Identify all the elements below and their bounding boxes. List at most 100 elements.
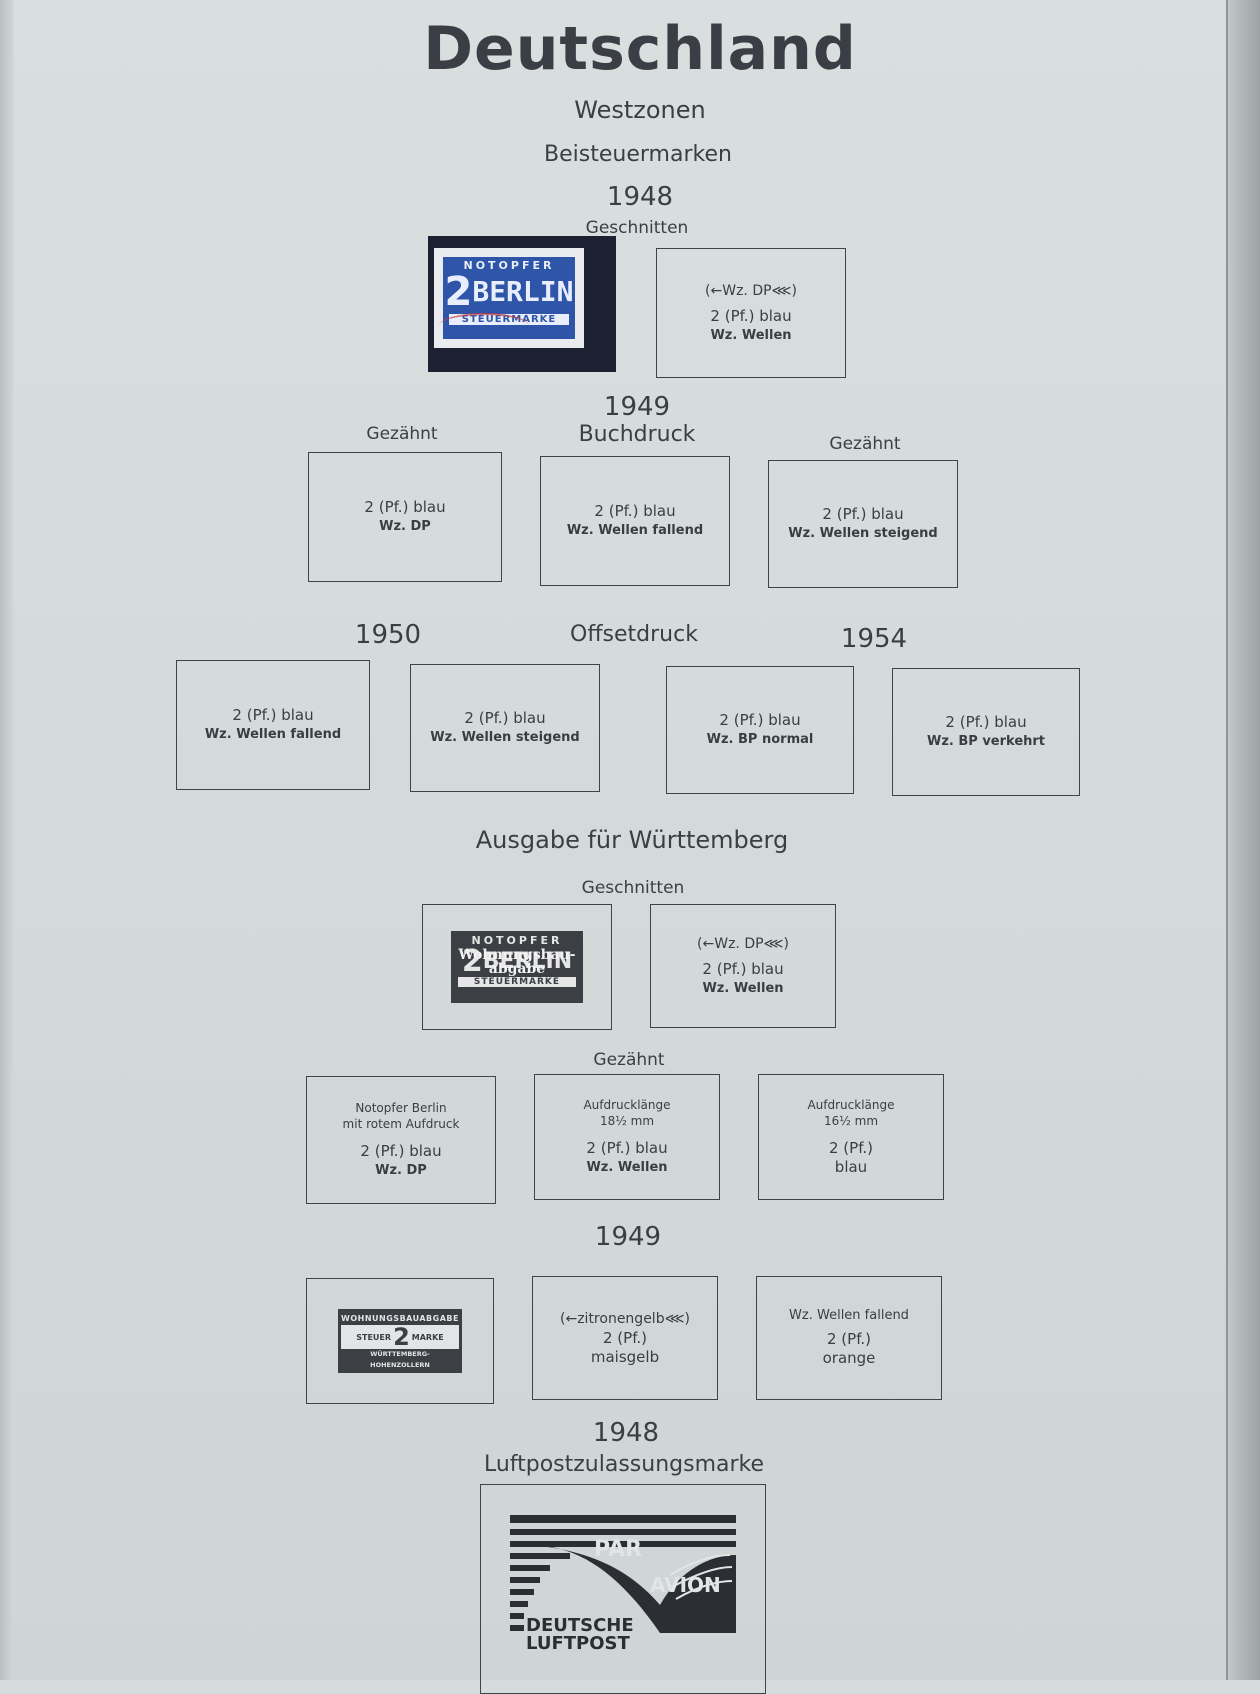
detail-text: Wz. DP [375, 1163, 427, 1178]
value-text: 2 (Pf.) [826, 1330, 872, 1348]
stamp-number: 2 [461, 944, 483, 979]
detail-text: Wz. Wellen [710, 328, 792, 343]
value-text: 2 (Pf.) blau [464, 709, 546, 727]
detail-text: Wz. BP verkehrt [926, 734, 1046, 749]
box-w-notopfer-aufdruck: Notopfer Berlin mit rotem Aufdruck 2 (Pf… [306, 1076, 496, 1204]
box-1948-wz-wellen: (←Wz. DP⋘) 2 (Pf.) blau Wz. Wellen [656, 248, 846, 378]
year-1949-w: 1949 [594, 1222, 662, 1252]
stamp-luftpost: PAR AVION DEUTSCHE LUFTPOST [510, 1515, 736, 1665]
stamp-overprint: NOTOPFER 2 BERLIN STEUERMARKE Wohnungsba… [451, 931, 583, 1003]
postmark [439, 313, 529, 339]
overprint-text: Wohnungsbau- abgabe [454, 948, 580, 976]
stamp-top-text: WOHNUNGSBAUABGABE [341, 1312, 459, 1325]
detail-text: Wz. Wellen fallend [204, 727, 342, 742]
subtitle: Westzonen [574, 96, 706, 124]
stamp-right-text: MARKE [411, 1332, 444, 1342]
note-line2: 16½ mm [823, 1114, 879, 1128]
value-text: 2 (Pf.) blau [232, 706, 314, 724]
year-1948-luftpost: 1948 [592, 1418, 660, 1448]
box-1954-bp-verkehrt: 2 (Pf.) blau Wz. BP verkehrt [892, 668, 1080, 796]
box-w-overprint-stamp: NOTOPFER 2 BERLIN STEUERMARKE Wohnungsba… [422, 904, 612, 1030]
value-text: 2 (Pf.) blau [719, 711, 801, 729]
heading-wuerttemberg: Ausgabe für Württemberg [475, 826, 789, 854]
note-line1: Notopfer Berlin [355, 1101, 447, 1115]
watermark-text: (←Wz. DP⋘) [705, 283, 797, 299]
box-1949-wellen-fallend: 2 (Pf.) blau Wz. Wellen fallend [540, 456, 730, 586]
value-text: 2 (Pf.) blau [710, 307, 792, 325]
box-w-aufdruck-16: Aufdrucklänge 16½ mm 2 (Pf.) blau [758, 1074, 944, 1200]
stamp-deutsche-luftpost: DEUTSCHE LUFTPOST [526, 1617, 634, 1653]
watermark-text: (←zitronengelb⋘) [560, 1311, 690, 1327]
detail-text: blau [834, 1158, 868, 1176]
box-luftpost: PAR AVION DEUTSCHE LUFTPOST [480, 1484, 766, 1694]
luftpost-wing-graphic [510, 1515, 736, 1633]
stamp-mount-1948: NOTOPFER 2 BERLIN STEUERMARKE [428, 236, 616, 372]
detail-text: Wz. DP [379, 519, 431, 534]
stamp-avion-text: AVION [650, 1573, 721, 1597]
label-luftpost: Luftpostzulassungsmarke [483, 1452, 765, 1477]
stamp-top-text: NOTOPFER [471, 934, 563, 947]
stamp-line1: DEUTSCHE [526, 1615, 634, 1636]
value-text: 2 (Pf.) blau [594, 502, 676, 520]
value-text: 2 (Pf.) [828, 1139, 874, 1157]
label-gezaehnt-w: Gezähnt [593, 1050, 665, 1070]
box-w49-maisgelb: (←zitronengelb⋘) 2 (Pf.) maisgelb [532, 1276, 718, 1400]
detail-text: maisgelb [590, 1348, 660, 1366]
detail-text: orange [822, 1349, 876, 1367]
label-geschnitten: Geschnitten [585, 218, 689, 238]
detail-text: Wz. Wellen [586, 1160, 668, 1175]
box-w-geschnitten: (←Wz. DP⋘) 2 (Pf.) blau Wz. Wellen [650, 904, 836, 1028]
value-text: 2 (Pf.) blau [702, 960, 784, 978]
year-1948: 1948 [606, 182, 674, 212]
stamp-city: BERLIN [472, 275, 574, 308]
box-1950-wellen-fallend: 2 (Pf.) blau Wz. Wellen fallend [176, 660, 370, 790]
detail-text: Wz. BP normal [706, 732, 814, 747]
value-text: 2 (Pf.) blau [945, 713, 1027, 731]
note-line2: mit rotem Aufdruck [342, 1117, 460, 1131]
value-text: 2 (Pf.) blau [364, 498, 446, 516]
label-buchdruck: Buchdruck [578, 422, 696, 447]
stamp-notopfer-berlin: NOTOPFER 2 BERLIN STEUERMARKE [439, 254, 578, 342]
value-text: 2 (Pf.) blau [822, 505, 904, 523]
value-text: 2 (Pf.) [602, 1329, 648, 1347]
stamp-line2: LUFTPOST [526, 1633, 630, 1654]
box-w49-stamp: WOHNUNGSBAUABGABE STEUER 2 MARKE WÜRTTEM… [306, 1278, 494, 1404]
box-w49-orange: Wz. Wellen fallend 2 (Pf.) orange [756, 1276, 942, 1400]
detail-text: Wz. Wellen fallend [566, 523, 704, 538]
page-left-shadow [0, 0, 14, 1680]
stamp-left-text: STEUER [356, 1332, 392, 1342]
note-line1: Aufdrucklänge [807, 1098, 895, 1112]
box-1949-wellen-steigend: 2 (Pf.) blau Wz. Wellen steigend [768, 460, 958, 588]
label-gezaehnt-left: Gezähnt [366, 424, 438, 444]
box-1949-wz-dp: 2 (Pf.) blau Wz. DP [308, 452, 502, 582]
box-w-aufdruck-18: Aufdrucklänge 18½ mm 2 (Pf.) blau Wz. We… [534, 1074, 720, 1200]
stamp-number: 2 [393, 1323, 410, 1351]
detail-text: Wz. Wellen steigend [430, 730, 580, 745]
stamp-par-text: PAR [594, 1537, 643, 1562]
stamp-number: 2 [444, 269, 473, 315]
value-text: 2 (Pf.) blau [360, 1142, 442, 1160]
page-edge [1226, 0, 1260, 1680]
stamp-bottom-text: STEUERMARKE [458, 977, 576, 987]
box-1950-wellen-steigend: 2 (Pf.) blau Wz. Wellen steigend [410, 664, 600, 792]
stamp-wohnungsbau: WOHNUNGSBAUABGABE STEUER 2 MARKE WÜRTTEM… [338, 1309, 462, 1373]
value-text: 2 (Pf.) blau [586, 1139, 668, 1157]
label-geschnitten-w: Geschnitten [581, 878, 685, 898]
note-line2: 18½ mm [599, 1114, 655, 1128]
year-1950: 1950 [354, 620, 422, 650]
watermark-text: Wz. Wellen fallend [789, 1308, 909, 1323]
section-title: Beisteuermarken [544, 142, 732, 167]
stamp-top-text: NOTOPFER [463, 259, 555, 272]
note-line1: Aufdrucklänge [583, 1098, 671, 1112]
year-1954: 1954 [840, 624, 908, 654]
label-offsetdruck: Offsetdruck [570, 622, 698, 647]
year-1949: 1949 [603, 392, 671, 422]
label-gezaehnt-right: Gezähnt [829, 434, 901, 454]
overprint-line1: Wohnungsbau- [458, 947, 576, 963]
watermark-text: (←Wz. DP⋘) [697, 936, 789, 952]
stamp-city: BERLIN [482, 949, 573, 974]
detail-text: Wz. Wellen [702, 981, 784, 996]
box-1954-bp-normal: 2 (Pf.) blau Wz. BP normal [666, 666, 854, 794]
overprint-line2: abgabe [488, 961, 546, 977]
